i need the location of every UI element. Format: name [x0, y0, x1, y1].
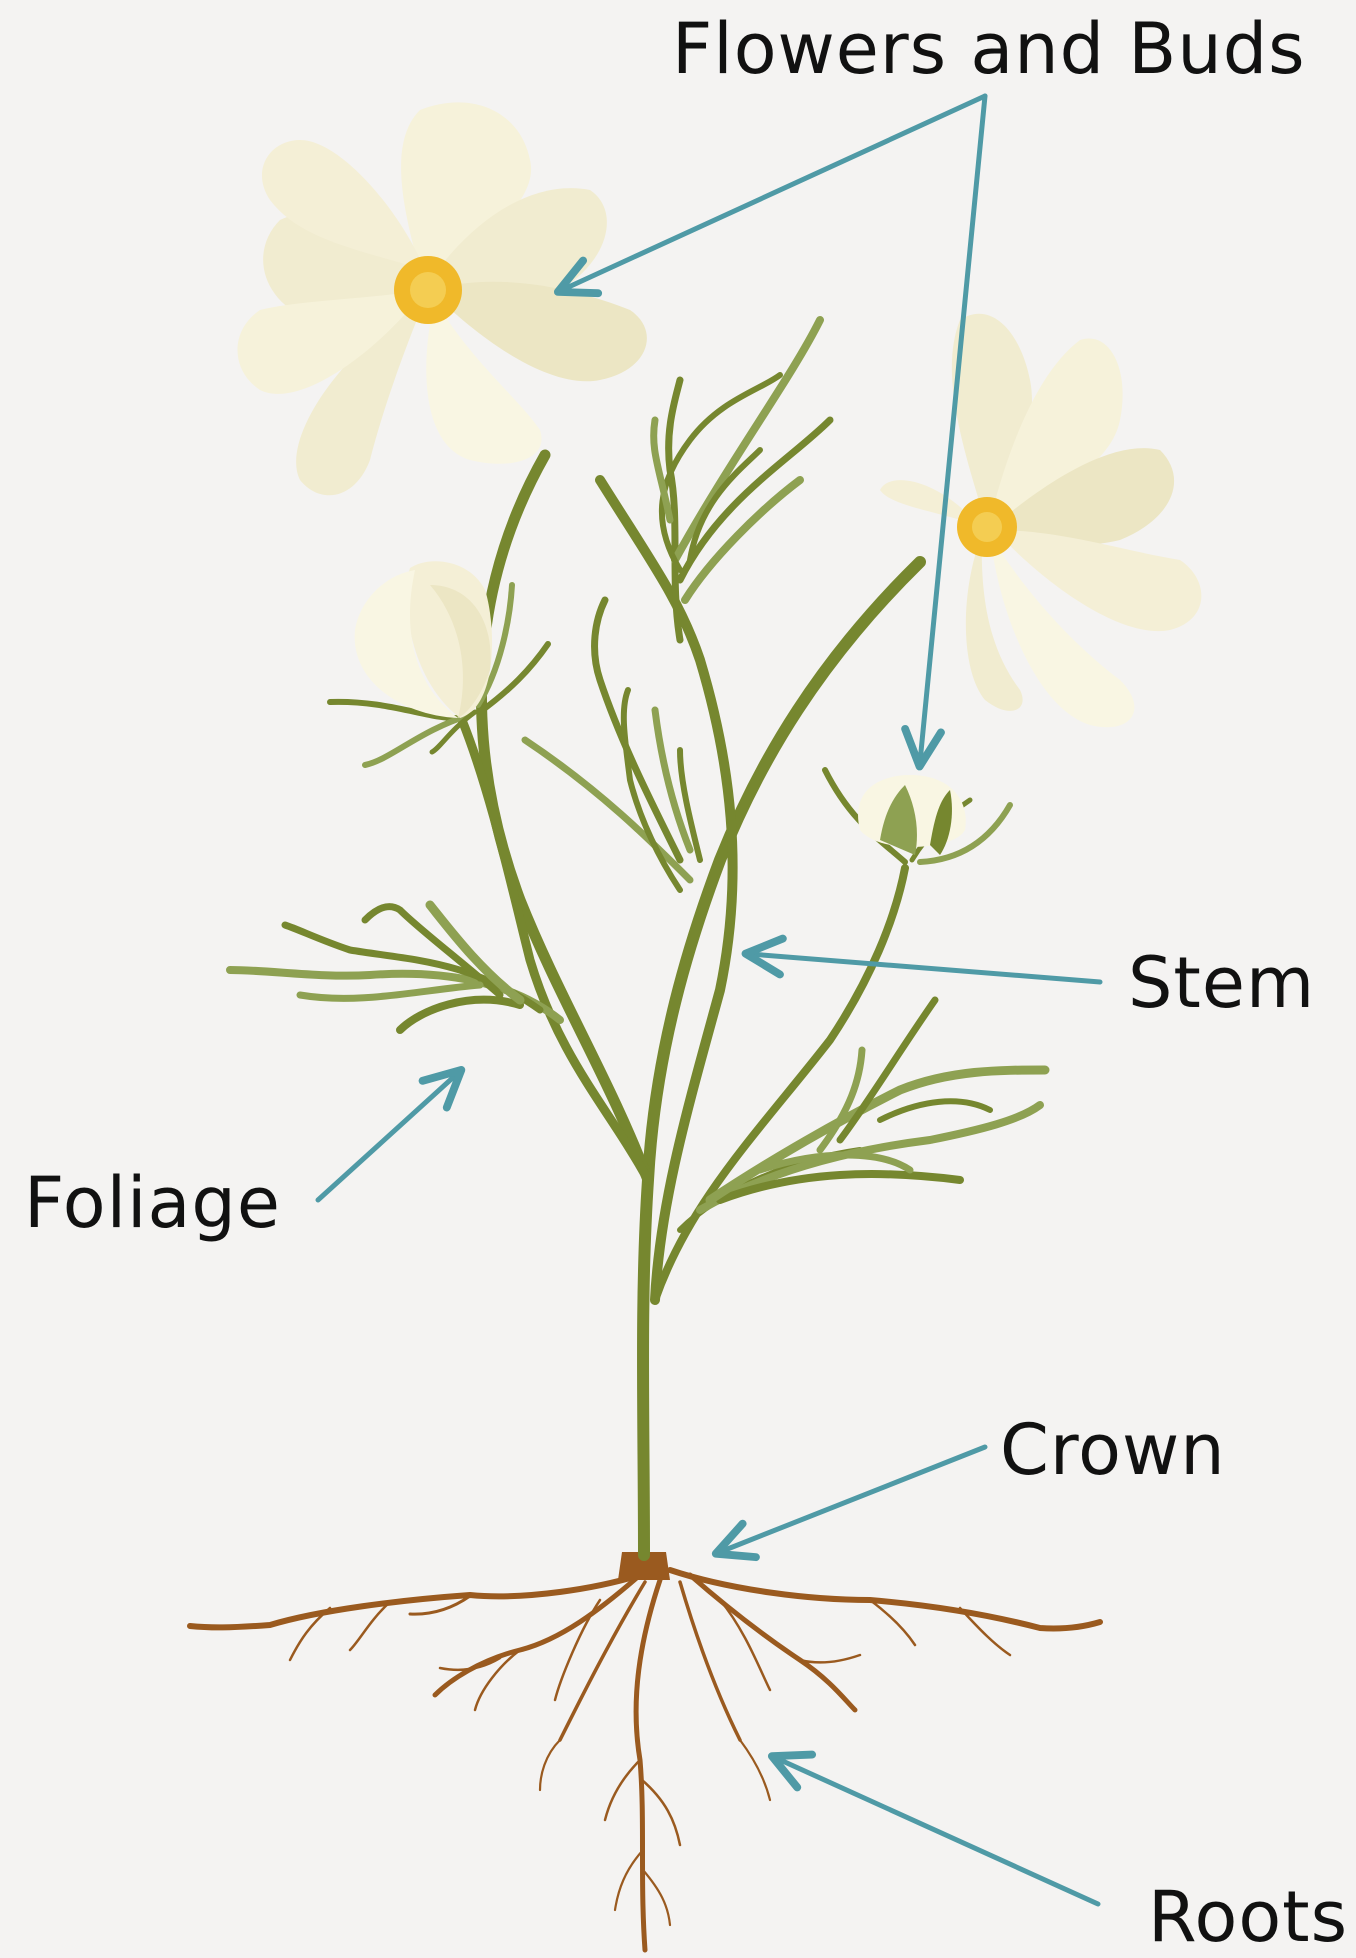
bud-icon — [355, 561, 492, 718]
arrow-flowers-to-flower — [562, 96, 985, 290]
bud-icon-right — [858, 775, 966, 855]
label-flowers-and-buds: Flowers and Buds — [672, 14, 1306, 84]
arrow-foliage — [318, 1073, 458, 1200]
label-roots: Roots — [1148, 1882, 1348, 1952]
flower-icon — [238, 102, 647, 495]
label-stem: Stem — [1128, 948, 1315, 1018]
roots — [190, 1570, 1100, 1950]
arrow-crown — [720, 1447, 985, 1552]
label-crown: Crown — [1000, 1415, 1226, 1485]
arrow-stem — [750, 954, 1100, 982]
label-foliage: Foliage — [24, 1168, 281, 1238]
arrow-roots — [776, 1758, 1098, 1904]
